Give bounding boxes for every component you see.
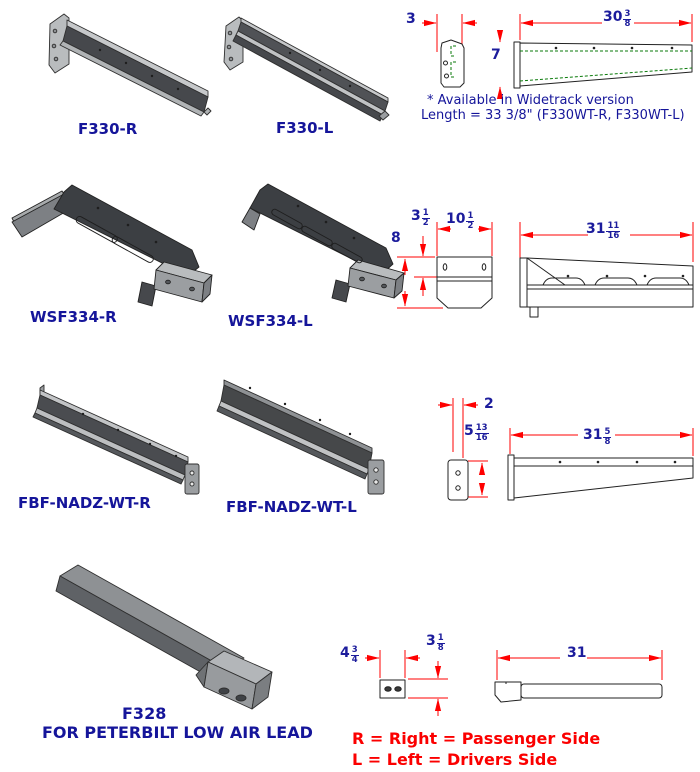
dim-f328-length: 31 — [567, 645, 587, 661]
part-label-fbf-nadz-l: FBF-NADZ-WT-L — [226, 498, 357, 516]
note-length: Length = 33 3/8" (F330WT-R, F330WT-L) — [421, 108, 685, 123]
part-label-f328: F328 — [122, 704, 167, 723]
dim-f330-gap: 3 — [406, 11, 416, 27]
dim-f330-height: 7 — [491, 47, 501, 63]
wsf334-dimension-drawing — [397, 222, 694, 318]
dim-wsf334-height: 8 — [391, 230, 401, 246]
fbf-dimension-drawing — [438, 398, 694, 501]
f328-dimension-drawing — [365, 650, 663, 716]
fbf-nadz-l-illustration — [216, 379, 385, 495]
f330-r-illustration — [48, 13, 212, 117]
wsf334-l-illustration — [241, 183, 405, 303]
part-label-f330-r: F330-R — [78, 120, 138, 138]
part-caption-f328: FOR PETERBILT LOW AIR LEAD — [42, 723, 313, 742]
f330-l-illustration — [223, 16, 390, 122]
part-label-fbf-nadz-r: FBF-NADZ-WT-R — [18, 494, 151, 512]
f328-illustration — [55, 564, 273, 710]
part-label-wsf334-r: WSF334-R — [30, 308, 117, 326]
legend-left-side: L = Left = Drivers Side — [352, 750, 558, 769]
dim-fbf-width: 2 — [484, 396, 494, 412]
part-label-f330-l: F330-L — [276, 119, 334, 137]
part-label-wsf334-l: WSF334-L — [228, 312, 313, 330]
note-widetrack: * Available in Widetrack version — [427, 93, 634, 108]
f330-dimension-drawing — [422, 14, 693, 99]
wsf334-r-illustration — [11, 184, 213, 307]
fbf-nadz-r-illustration — [32, 384, 200, 495]
legend-right-side: R = Right = Passenger Side — [352, 729, 601, 748]
